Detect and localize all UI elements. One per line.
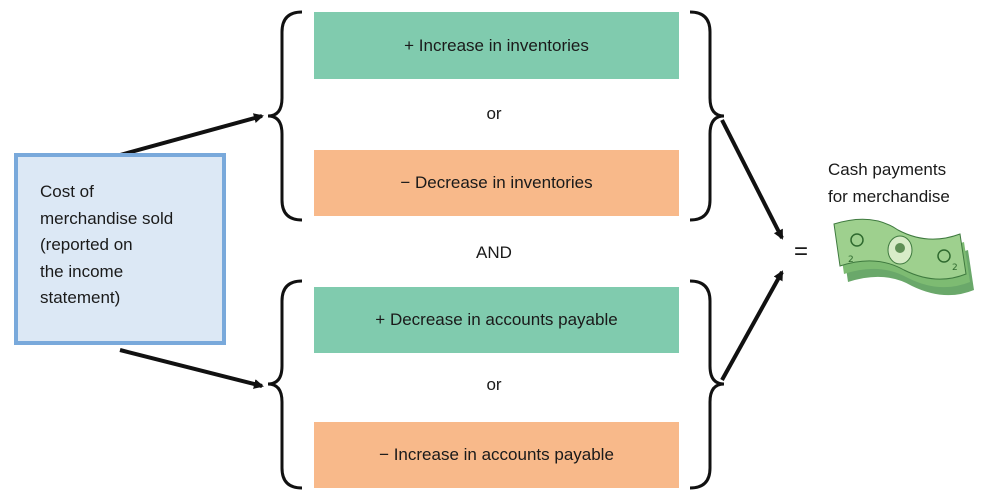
arrow-to-inventories: [119, 113, 264, 157]
or-label-payables: or: [486, 375, 502, 394]
arrow-from-payables: [720, 270, 784, 381]
source-line: statement): [40, 288, 121, 307]
cost-of-merchandise-box: Cost of merchandise sold (reported on th…: [14, 153, 226, 345]
money-stack-icon: 2 2: [833, 218, 974, 296]
arrow-to-payables: [119, 348, 264, 389]
decrease-inventories-label: − Decrease in inventories: [400, 173, 593, 192]
right-brace-inventories: [689, 10, 725, 222]
left-brace-inventories: [267, 10, 303, 222]
cash-payments-line: Cash payments: [828, 160, 947, 179]
decrease-payables-label: + Decrease in accounts payable: [375, 310, 618, 329]
decrease-inventories-box: − Decrease in inventories: [314, 150, 679, 216]
arrow-from-inventories: [720, 119, 784, 240]
source-line: the income: [40, 261, 124, 281]
increase-payables-box: − Increase in accounts payable: [314, 422, 679, 488]
source-line: (reported on: [40, 235, 133, 254]
increase-payables-label: − Increase in accounts payable: [379, 445, 614, 464]
svg-text:2: 2: [952, 263, 958, 273]
decrease-payables-box: + Decrease in accounts payable: [314, 287, 679, 353]
and-label: AND: [476, 243, 512, 262]
source-line: merchandise sold: [40, 208, 174, 228]
svg-text:2: 2: [848, 255, 854, 265]
right-brace-payables: [689, 279, 725, 490]
increase-inventories-label: + Increase in inventories: [404, 35, 589, 55]
left-brace-payables: [267, 279, 303, 490]
or-label-inventories: or: [486, 104, 502, 123]
cash-payments-label: Cash payments for merchandise: [828, 156, 950, 210]
increase-inventories-box: + Increase in inventories: [314, 12, 679, 79]
cash-payments-line: for merchandise: [828, 187, 950, 206]
equals-sign: =: [793, 238, 808, 265]
source-line: Cost of: [40, 182, 94, 201]
